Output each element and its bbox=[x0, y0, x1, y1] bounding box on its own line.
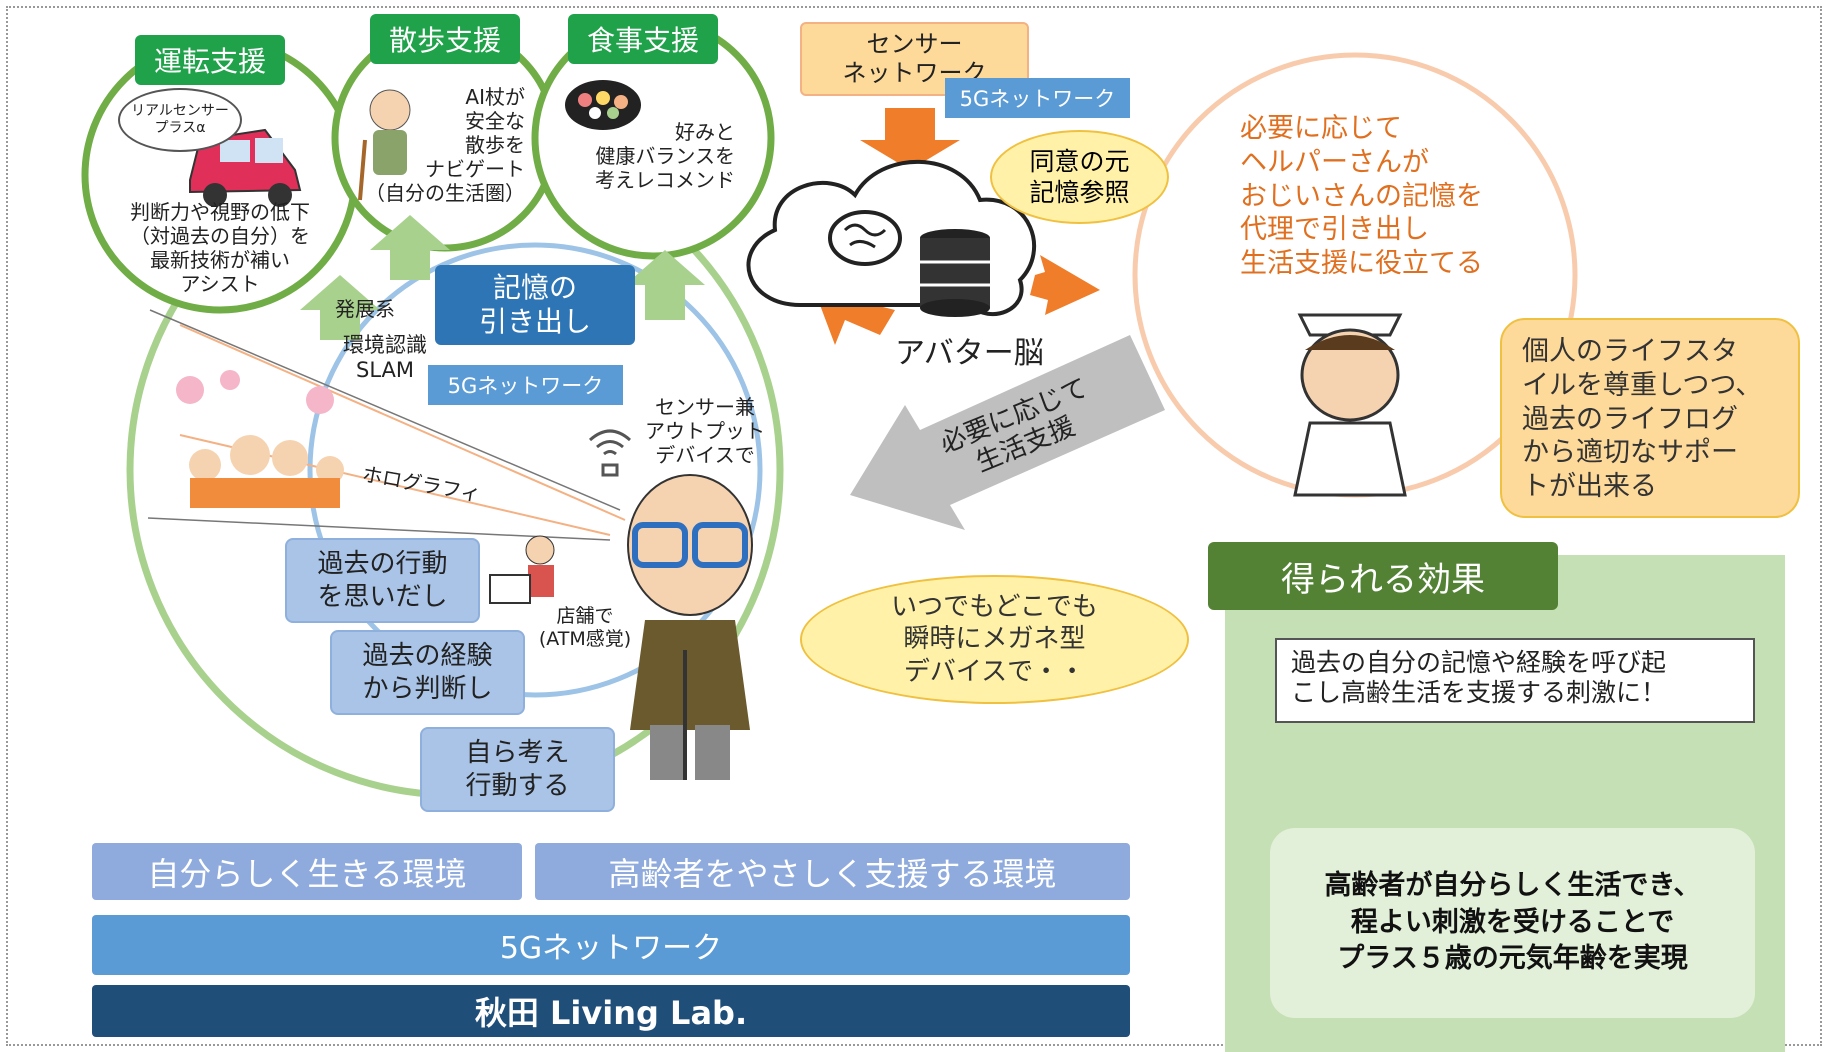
past-action-box: 過去の行動 を思いだし bbox=[285, 538, 480, 623]
inner-blue-circle bbox=[307, 242, 763, 698]
living-lab-bar: 秋田 Living Lab. bbox=[92, 985, 1130, 1037]
right-arrow bbox=[1030, 255, 1100, 315]
glasses-bubble: いつでもどこでも 瞬時にメガネ型 デバイスで・・ bbox=[800, 575, 1189, 704]
tab-driving-support: 運転支援 bbox=[135, 35, 285, 85]
sensor-device-label: センサー兼 アウトプット デバイスで bbox=[645, 395, 765, 467]
slam-label: 環境認識 SLAM bbox=[343, 333, 427, 383]
elderly-walker-icon bbox=[358, 89, 411, 201]
walking-description: AI杖が 安全な 散歩を ナビゲート （自分の生活圏） bbox=[365, 85, 525, 205]
effects-result-box: 高齢者が自分らしく生活でき、 程よい刺激を受けることで プラス５歳の元気年齢を実… bbox=[1270, 828, 1755, 1018]
car-icon bbox=[189, 128, 302, 207]
effects-title: 得られる効果 bbox=[1208, 542, 1558, 610]
diagram-frame bbox=[6, 6, 1822, 1046]
up-arrow-2 bbox=[370, 215, 450, 280]
tab-meal-support: 食事支援 bbox=[568, 14, 718, 64]
memory-recall-box: 記憶の 引き出し bbox=[435, 265, 635, 345]
grey-arrow bbox=[850, 335, 1165, 530]
network-5g-flag-mid: 5Gネットワーク bbox=[428, 365, 623, 405]
nurse-icon bbox=[1293, 313, 1407, 497]
think-act-box: 自ら考え 行動する bbox=[420, 727, 615, 812]
past-experience-box: 過去の経験 から判断し bbox=[330, 630, 525, 715]
family-hologram-icon bbox=[176, 370, 344, 508]
store-clerk-icon bbox=[489, 535, 555, 604]
sushi-icon bbox=[565, 80, 641, 130]
store-label: 店舗で (ATM感覚) bbox=[538, 605, 632, 650]
meal-description: 好みと 健康バランスを 考えレコメンド bbox=[595, 120, 735, 192]
driving-description: 判断力や視野の低下 （対過去の自分）を 最新技術が補い アシスト bbox=[130, 200, 310, 296]
wifi-icon bbox=[588, 429, 632, 477]
network-5g-flag-top: 5Gネットワーク bbox=[945, 78, 1130, 118]
avatar-brain-label: アバター脳 bbox=[895, 336, 1044, 371]
tab-walking-support: 散歩支援 bbox=[370, 14, 520, 64]
consent-bubble: 同意の元 記憶参照 bbox=[990, 130, 1169, 224]
real-sensor-label: リアルセンサー プラスα bbox=[118, 88, 242, 152]
effects-description-box: 過去の自分の記憶や経験を呼び起 こし高齢生活を支援する刺激に！ bbox=[1275, 638, 1755, 723]
self-environment-bar: 自分らしく生きる環境 bbox=[92, 843, 522, 900]
development-label: 発展系 bbox=[335, 297, 395, 321]
up-arrow-1 bbox=[300, 275, 380, 340]
support-environment-bar: 高齢者をやさしく支援する環境 bbox=[535, 843, 1130, 900]
elderly-man-icon bbox=[627, 474, 753, 780]
up-arrow-3 bbox=[625, 250, 705, 320]
network-5g-bar: 5Gネットワーク bbox=[92, 915, 1130, 975]
database-icon bbox=[920, 229, 990, 317]
brain-icon bbox=[828, 210, 902, 266]
helper-description: 必要に応じて ヘルパーさんが おじいさんの記憶を 代理で引き出し 生活支援に役立… bbox=[1240, 113, 1483, 279]
down-arrow bbox=[860, 108, 960, 170]
lifestyle-bubble: 個人のライフスタ イルを尊重しつつ、 過去のライフログ から適切なサポー トが出… bbox=[1500, 318, 1800, 518]
